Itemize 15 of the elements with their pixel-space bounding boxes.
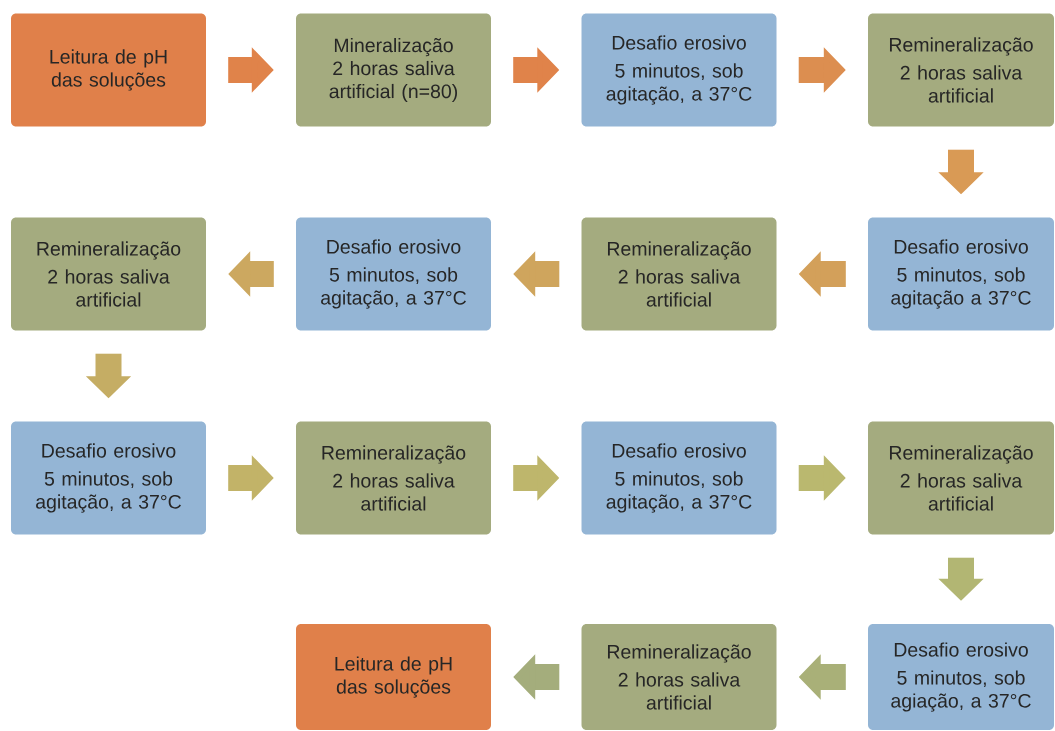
step-box: Leitura de pH das soluções <box>296 624 491 730</box>
step-box: Desafio erosivo 5 minutos, sob agiação, a 37°C <box>868 624 1054 730</box>
step-box: Remineralização 2 horas saliva artificial <box>868 13 1054 127</box>
step-box: Desafio erosivo 5 minutos, sob agitação a 37°C <box>868 217 1054 331</box>
step-box: Leitura de pH das soluções <box>11 13 206 127</box>
step-box: Desafio erosivo 5 minutos, sob agitação, a 37°C <box>581 13 777 127</box>
step-box: Desafio erosivo 5 minutos, sob agitação, a 37°C <box>296 217 491 331</box>
step-box: Desafio erosivo 5 minutos, sob agitação, a 37°C <box>581 421 777 535</box>
step-box: Desafio erosivo 5 minutos, sob agitação, a 37°C <box>11 421 206 535</box>
step-box: Remineralização 2 horas saliva artificial <box>11 217 206 331</box>
step-box: Remineralização 2 horas saliva artificial <box>581 624 777 730</box>
step-box: Remineralização 2 horas saliva artificial <box>296 421 491 535</box>
step-box: Remineralização 2 horas saliva artificial <box>581 217 777 331</box>
step-box: Mineralização 2 horas saliva artificial (n=80) <box>296 13 491 127</box>
step-box: Remineralização 2 horas saliva artificial <box>868 421 1054 535</box>
